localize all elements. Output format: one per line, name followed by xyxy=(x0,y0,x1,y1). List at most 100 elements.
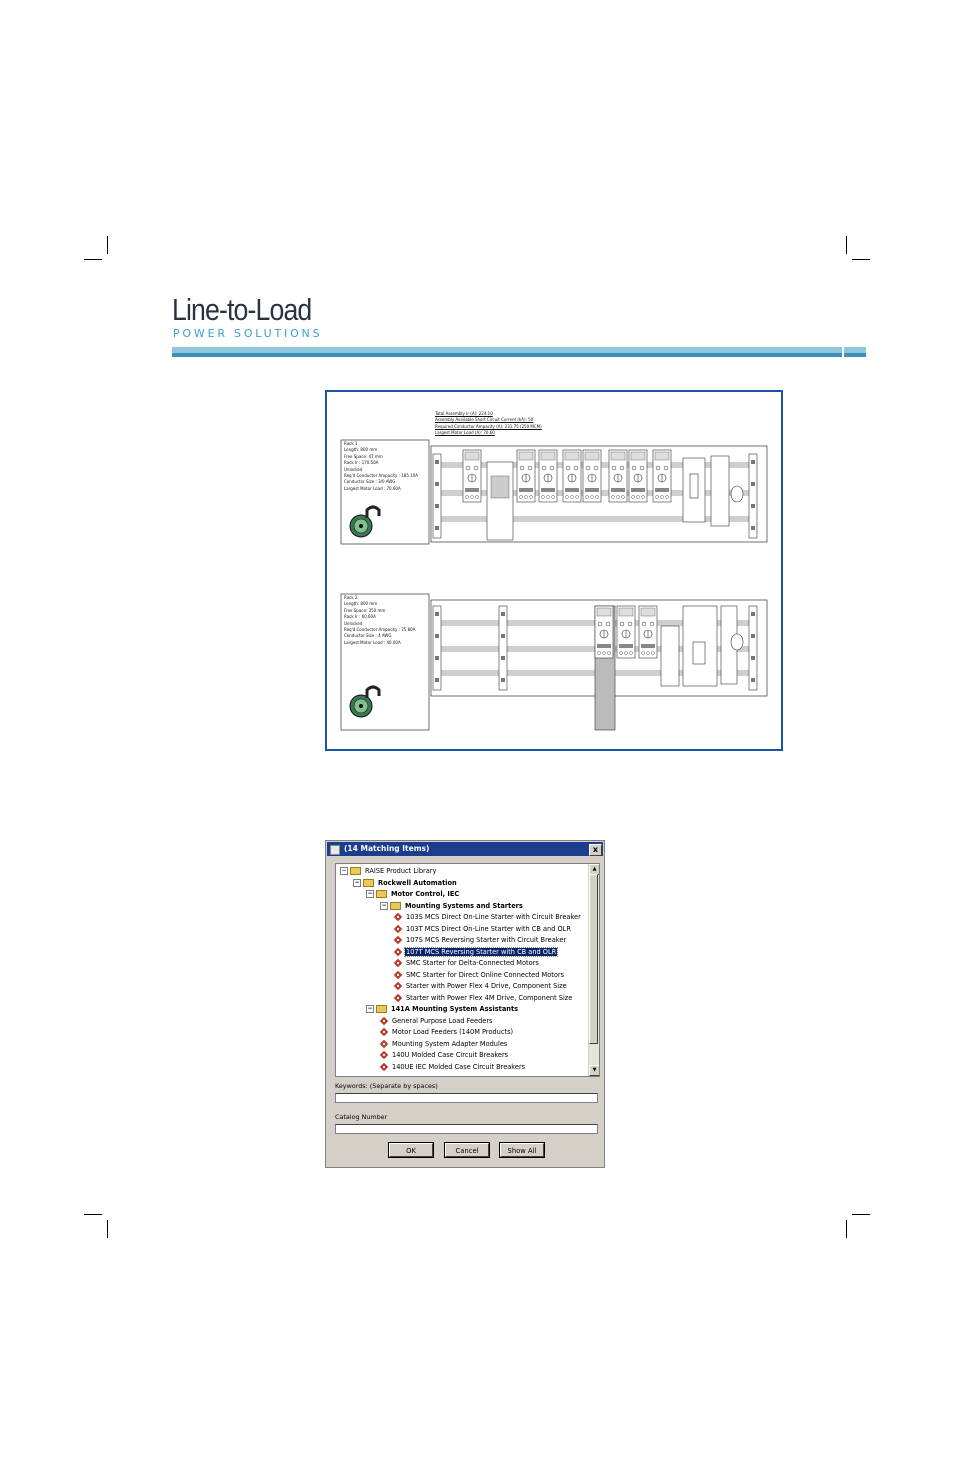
tree-node-label: 103S MCS Direct On-Line Starter with Cir… xyxy=(406,913,581,921)
rack2-line: Rack Ir : 60.60A xyxy=(344,614,376,620)
rack1-line: Unlocked xyxy=(344,466,363,472)
crop-mark-top-right-h xyxy=(852,259,870,260)
tree-node-label: 107S MCS Reversing Starter with Circuit … xyxy=(406,936,567,944)
collapse-icon[interactable]: − xyxy=(380,901,388,910)
logo-subtitle: POWER SOLUTIONS xyxy=(173,327,323,340)
tree-item-node[interactable]: Starter with Power Flex 4 Drive, Compone… xyxy=(394,981,568,992)
rack2-info: Rack 2 Length: 800 mm Free Space: 350 mm… xyxy=(344,595,415,646)
scroll-down-icon[interactable]: ▼ xyxy=(589,1065,599,1076)
tree-node-label: SMC Starter for Direct Online Connected … xyxy=(406,970,565,979)
tree-item-node[interactable]: General Purpose Load Feeders xyxy=(380,1016,494,1027)
crop-mark-top-left-v xyxy=(107,236,108,254)
rack2-line: Rack 2 xyxy=(344,595,358,600)
collapse-icon[interactable]: − xyxy=(353,878,361,887)
summary-line: Required Conductor Ampacity (A): 231.75 … xyxy=(435,423,542,429)
tree-item-node[interactable]: 107S MCS Reversing Starter with Circuit … xyxy=(394,935,567,946)
tree-node-label: Mounting Systems and Starters xyxy=(405,901,523,910)
product-item-icon xyxy=(394,936,402,944)
rack2-line: Req'd Conductor Ampacity : 75.80A xyxy=(344,627,416,633)
show-all-button[interactable]: Show All xyxy=(499,1142,545,1158)
header-rule-light xyxy=(172,347,866,353)
tree-folder-node[interactable]: − Mounting Systems and Starters xyxy=(380,901,524,912)
logo-title: Line-to-Load xyxy=(172,292,312,327)
folder-icon xyxy=(363,878,374,887)
product-tree[interactable]: 140UE IEC Molded Case Circuit Breakers 14… xyxy=(335,863,600,1077)
tree-node-label: Motor Control, IEC xyxy=(391,890,460,898)
rack-layout-figure: Total Assembly Ir (A): 224.10 Assembly A… xyxy=(325,390,783,751)
summary-line: Assembly Available Short Circuit Current… xyxy=(435,417,534,423)
tree-node-label: 103T MCS Direct On-Line Starter with CB … xyxy=(406,924,571,933)
crop-mark-top-right-v xyxy=(846,236,847,254)
header-rule-dark xyxy=(172,353,866,357)
tree-folder-node[interactable]: − Rockwell Automation xyxy=(353,878,458,889)
tree-node-label: RAISE Product Library xyxy=(365,867,437,875)
product-item-icon xyxy=(380,1051,388,1059)
tree-node-label: Motor Load Feeders (140M Products) xyxy=(392,1028,514,1036)
tree-item-node[interactable]: 103T MCS Direct On-Line Starter with CB … xyxy=(394,924,572,935)
product-item-icon xyxy=(380,1040,388,1048)
rack1-line: Length: 800 mm xyxy=(344,447,378,453)
tree-item-node[interactable]: Starter with Power Flex 4M Drive, Compon… xyxy=(394,993,573,1004)
product-item-icon xyxy=(380,1017,388,1025)
tree-item-node[interactable]: 107T MCS Reversing Starter with CB and O… xyxy=(394,946,559,958)
tree-item-node[interactable]: SMC Starter for Direct Online Connected … xyxy=(394,970,565,981)
crop-mark-bottom-right-h xyxy=(852,1214,870,1215)
catalog-number-input[interactable] xyxy=(335,1124,598,1134)
crop-mark-top-left-h xyxy=(84,259,102,260)
summary-line: Largest Motor Load (A): 70.60 xyxy=(435,430,495,436)
tree-node-label: SMC Starter for Delta-Connected Motors xyxy=(406,959,539,967)
tree-node-label: 140U Molded Case Circuit Breakers xyxy=(392,1051,509,1059)
product-item-icon xyxy=(380,1028,388,1036)
close-button[interactable]: x xyxy=(589,844,602,856)
rack1-line: Free Space: 47 mm xyxy=(344,453,383,459)
product-item-icon xyxy=(394,982,402,990)
dialog-title: (14 Matching Items) xyxy=(344,844,430,853)
folder-icon xyxy=(390,901,401,910)
rack2-line: Unlocked xyxy=(344,620,363,626)
keywords-label: Keywords: (Separate by spaces) xyxy=(335,1082,438,1090)
rack-layout-drawing xyxy=(340,439,768,731)
tree-item-node[interactable]: 140UE IEC Molded Case Circuit Breakers xyxy=(380,1062,526,1073)
keywords-input[interactable] xyxy=(335,1093,598,1103)
product-item-icon xyxy=(394,971,402,979)
app-icon xyxy=(330,845,340,855)
tree-item-node[interactable]: Motor Load Feeders (140M Products) xyxy=(380,1027,514,1038)
rack1-line: Conductor Size : 3/0 AWG xyxy=(344,479,396,485)
rack1-line: Largest Motor Load : 70.60A xyxy=(344,485,401,491)
tree-node-label: 141A Mounting System Assistants xyxy=(391,1005,519,1013)
tree-node-label: Starter with Power Flex 4 Drive, Compone… xyxy=(406,982,567,990)
collapse-icon[interactable]: − xyxy=(366,890,374,898)
product-item-icon xyxy=(394,925,402,933)
tree-folder-node[interactable]: − RAISE Product Library xyxy=(340,866,437,877)
rack1-line: Req'd Conductor Ampacity : 185.10A xyxy=(344,473,418,479)
product-item-icon xyxy=(394,913,402,921)
crop-mark-bottom-left-v xyxy=(107,1220,108,1238)
tree-node-label: 107T MCS Reversing Starter with CB and O… xyxy=(403,946,559,957)
tree-item-node[interactable]: SMC Starter for Delta-Connected Motors xyxy=(394,958,540,969)
collapse-icon[interactable]: − xyxy=(366,1005,374,1013)
tree-node-label: 140UE IEC Molded Case Circuit Breakers xyxy=(392,1062,526,1071)
product-item-icon xyxy=(394,948,402,956)
tree-scrollbar[interactable]: ▲ ▼ xyxy=(588,864,599,1076)
tree-item-node[interactable]: 103S MCS Direct On-Line Starter with Cir… xyxy=(394,912,582,923)
collapse-icon[interactable]: − xyxy=(340,867,348,875)
cancel-button[interactable]: Cancel xyxy=(444,1142,490,1158)
tree-folder-node[interactable]: − Motor Control, IEC xyxy=(366,889,460,900)
folder-icon xyxy=(376,1005,387,1013)
tree-item-node[interactable]: 140U Molded Case Circuit Breakers xyxy=(380,1050,509,1061)
ok-button[interactable]: OK xyxy=(388,1142,434,1158)
tree-node-label: Mounting System Adapter Modules xyxy=(392,1039,508,1048)
tree-item-node[interactable]: Mounting System Adapter Modules xyxy=(380,1039,508,1050)
dialog-title-bar[interactable]: (14 Matching Items) x xyxy=(327,842,603,856)
catalog-number-label: Catalog Number xyxy=(335,1113,388,1121)
rack1-line: Rack 1 xyxy=(344,441,358,446)
tree-node-label: Rockwell Automation xyxy=(378,878,457,887)
product-item-icon xyxy=(394,959,402,967)
rack2-line: Free Space: 350 mm xyxy=(344,607,386,613)
folder-icon xyxy=(376,890,387,898)
tree-node-label: General Purpose Load Feeders xyxy=(392,1016,493,1025)
tree-node-label: Starter with Power Flex 4M Drive, Compon… xyxy=(406,993,573,1002)
tree-folder-node[interactable]: − 141A Mounting System Assistants xyxy=(366,1004,519,1015)
product-item-icon xyxy=(394,994,402,1002)
scroll-thumb[interactable] xyxy=(589,874,598,1044)
